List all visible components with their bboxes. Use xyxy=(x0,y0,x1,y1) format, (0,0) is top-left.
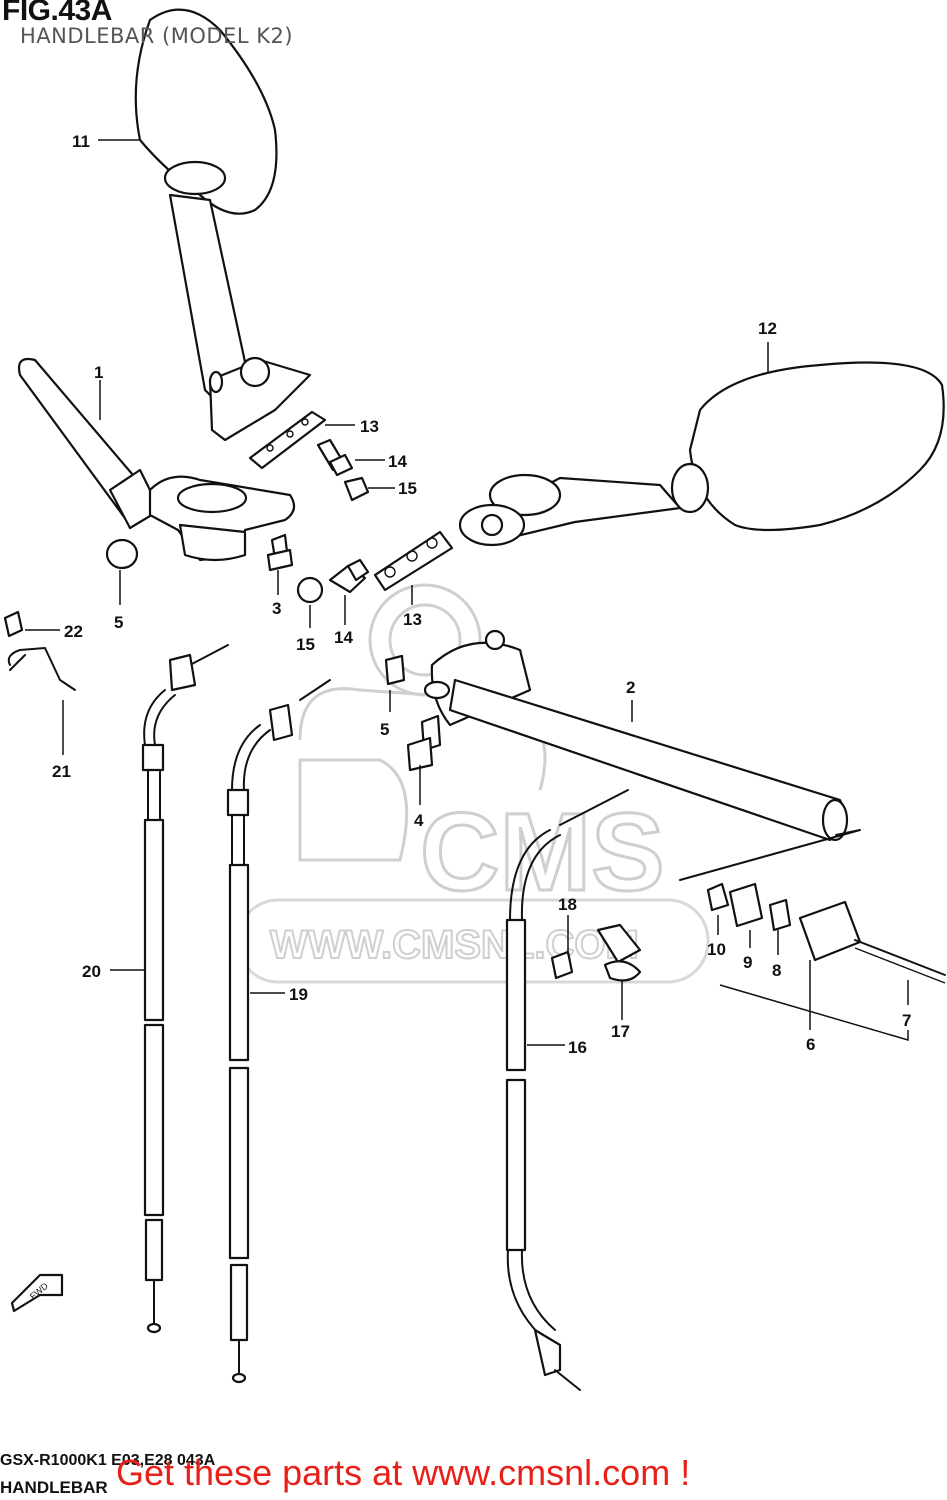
callout-8: 8 xyxy=(772,961,781,980)
watermark-url: WWW.CMSNL.COM xyxy=(270,923,639,967)
nut-part-8 xyxy=(768,898,792,932)
bolt-part-14-upper xyxy=(316,438,354,477)
callout-13-lower: 13 xyxy=(403,610,422,629)
nut-part-15-upper xyxy=(343,476,370,502)
leader-lines xyxy=(25,139,909,1046)
cap-part-5-left xyxy=(105,538,139,570)
callout-22: 22 xyxy=(64,622,83,641)
callout-21: 21 xyxy=(52,762,71,781)
right-handlebar-part-2 xyxy=(423,629,861,881)
bolt-part-4 xyxy=(406,714,442,772)
callout-12: 12 xyxy=(758,319,777,338)
callout-5-left: 5 xyxy=(114,613,123,632)
callout-6: 6 xyxy=(806,1035,815,1054)
screw-part-7 xyxy=(854,939,946,976)
footer-name: HANDLEBAR xyxy=(0,1478,108,1497)
left-grip-part-1 xyxy=(17,357,296,562)
left-mirror-part-11 xyxy=(134,8,312,442)
clutch-cable-part-16 xyxy=(505,789,629,1391)
callout-9: 9 xyxy=(743,953,752,972)
callout-7: 7 xyxy=(902,1011,911,1030)
callout-2: 2 xyxy=(626,678,635,697)
callout-3: 3 xyxy=(272,599,281,618)
bolt-part-22 xyxy=(3,610,24,638)
callout-10: 10 xyxy=(707,940,726,959)
callout-17: 17 xyxy=(611,1022,630,1041)
callout-14-lower: 14 xyxy=(334,628,353,647)
callout-18: 18 xyxy=(558,895,577,914)
spacer-part-9 xyxy=(728,882,764,928)
callout-5-right: 5 xyxy=(380,720,389,739)
forward-direction-arrow: FWD xyxy=(10,1273,64,1313)
throttle-cable-part-20 xyxy=(141,644,229,1334)
promo-link[interactable]: Get these parts at www.cmsnl.com ! xyxy=(116,1452,691,1493)
watermark: CMS WWW.CMSNL.COM xyxy=(236,583,710,984)
callout-16: 16 xyxy=(568,1038,587,1057)
callout-labels: 11 1 12 13 14 15 2 5 4 14 15 13 3 5 22 2… xyxy=(52,132,911,1057)
weight-part-6 xyxy=(798,900,862,962)
callout-20: 20 xyxy=(82,962,101,981)
bolt-part-18 xyxy=(550,950,574,980)
figure-title: FIG.43A xyxy=(2,0,112,27)
bar-end-assembly xyxy=(706,882,946,984)
callout-19: 19 xyxy=(289,985,308,1004)
callout-14-upper: 14 xyxy=(388,452,407,471)
callout-11: 11 xyxy=(72,132,90,151)
bolt-part-14-lower xyxy=(328,558,370,594)
figure-subtitle: HANDLEBAR (MODEL K2) xyxy=(20,24,294,48)
callout-1: 1 xyxy=(94,363,103,382)
callout-15-upper: 15 xyxy=(398,479,417,498)
clamp-part-17 xyxy=(596,923,642,982)
washer-part-10 xyxy=(706,882,730,912)
throttle-cable-part-19 xyxy=(226,679,331,1384)
footer-code: GSX-R1000K1 E03,E28 043A xyxy=(0,1452,216,1469)
callout-15-lower: 15 xyxy=(296,635,315,654)
plate-part-13-lower xyxy=(373,530,454,592)
watermark-logo: CMS xyxy=(420,791,664,914)
right-mirror-part-12 xyxy=(458,361,945,547)
nut-part-15-lower xyxy=(296,576,324,604)
cap-part-5-right xyxy=(384,654,406,686)
callout-4: 4 xyxy=(414,811,424,830)
bracket-part-21 xyxy=(7,647,76,691)
callout-13-upper: 13 xyxy=(360,417,379,436)
plate-part-13-upper xyxy=(248,410,327,470)
bolt-part-3 xyxy=(266,533,294,572)
